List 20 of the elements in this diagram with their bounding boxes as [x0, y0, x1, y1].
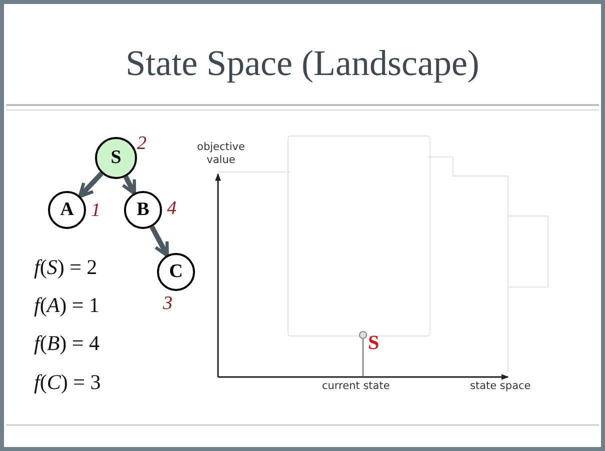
- equation: f(B) = 4: [34, 331, 100, 356]
- heuristic-value: 4: [167, 198, 176, 220]
- slide-title: State Space (Landscape): [124, 42, 480, 84]
- arrow: [121, 175, 136, 196]
- equation: f(S) = 2: [34, 255, 98, 280]
- point-label: S: [368, 332, 380, 355]
- state-circle: C: [157, 253, 195, 291]
- axis-label: state space: [470, 380, 531, 392]
- equation: f(C) = 3: [34, 370, 101, 395]
- arrow: [78, 172, 104, 198]
- heuristic-value: 3: [163, 293, 172, 315]
- state-circle: B: [124, 191, 162, 229]
- equation: f(A) = 1: [34, 293, 100, 318]
- state-circle: A: [48, 191, 86, 229]
- heuristic-value: 1: [91, 200, 100, 222]
- axis-label: current state: [322, 380, 390, 392]
- axis-label: objective value: [196, 141, 246, 167]
- heuristic-value: 2: [137, 133, 146, 155]
- arrow: [150, 226, 169, 258]
- state-circle: S: [95, 137, 137, 179]
